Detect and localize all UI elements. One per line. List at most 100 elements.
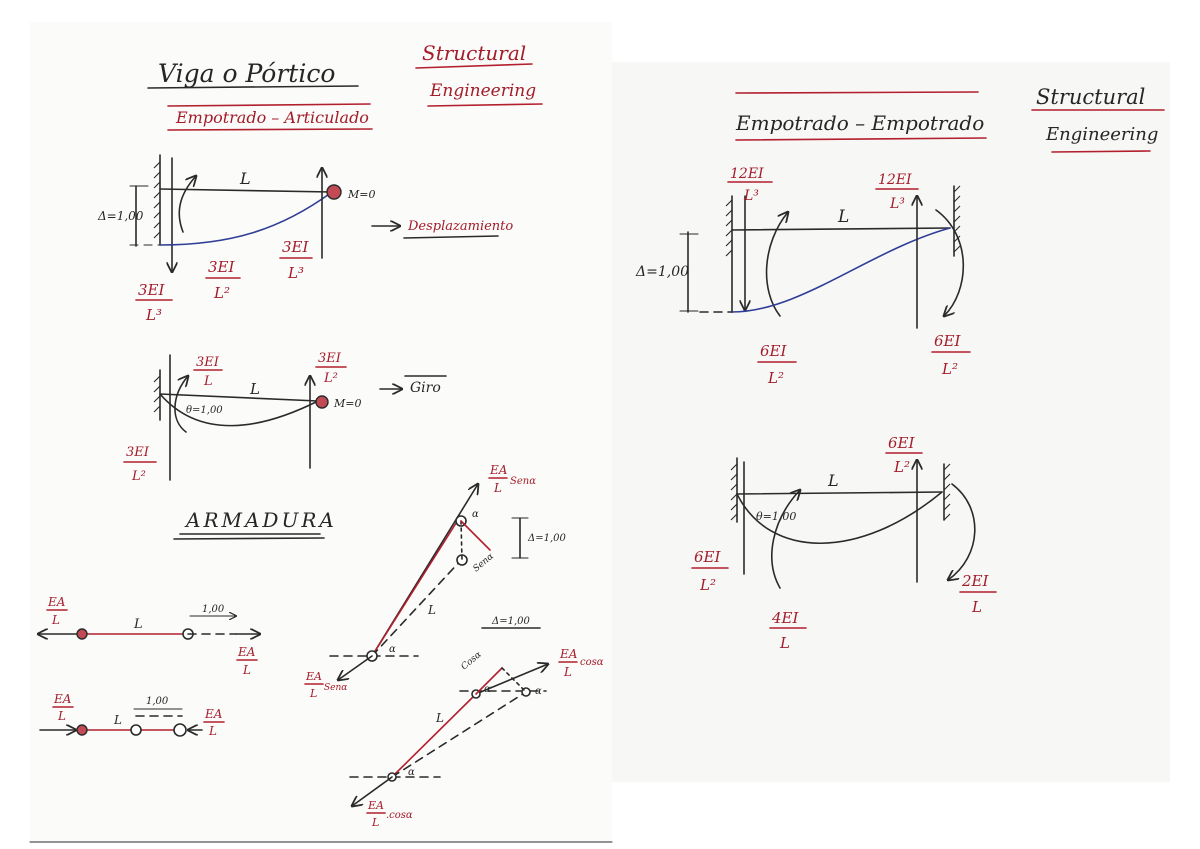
svg-text:EA: EA <box>204 707 223 721</box>
inclined-bar-2 <box>391 693 477 778</box>
m-left-num: 4EI <box>771 609 799 627</box>
m-den: L <box>203 374 213 389</box>
v-right-den: L² <box>323 371 338 386</box>
page-title: Viga o Pórtico <box>158 59 335 88</box>
svg-text:L: L <box>427 603 436 617</box>
v-left-den: L² <box>699 576 716 594</box>
beam-original <box>159 393 319 402</box>
m-right-num: 6EI <box>934 332 961 350</box>
delta-label: Δ=1,00 <box>97 209 144 223</box>
svg-text:1,00: 1,00 <box>202 604 225 615</box>
diagram-fixed-pinned-rotation: θ=1,00 L M=0 Giro 3EI L 3EI L² 3EI L² <box>123 351 447 484</box>
m-right-num: 2EI <box>961 572 989 590</box>
svg-text:cosα: cosα <box>580 657 604 668</box>
v-left-num: 3EI <box>138 281 165 299</box>
delta-label: Δ=1,00 <box>635 264 689 280</box>
svg-text:L: L <box>133 617 143 632</box>
svg-text:L: L <box>208 724 217 738</box>
left-header: Viga o Pórtico Structural Engineering Em… <box>147 41 543 131</box>
hinge-label: M=0 <box>347 188 375 201</box>
v-right-den: L² <box>893 458 910 476</box>
pin-node <box>326 184 342 200</box>
diagram-fixed-fixed-displacement: Δ=1,00 L 12EI L³ 12EI L³ 6EI L² 6EI L² <box>635 166 971 387</box>
svg-text:α: α <box>484 684 491 695</box>
span-label: L <box>249 380 260 398</box>
svg-text:L: L <box>371 816 379 829</box>
svg-text:EA: EA <box>53 692 72 706</box>
beam-original <box>159 188 333 193</box>
beam-rotated <box>736 491 943 544</box>
m-left-den: L² <box>213 284 230 302</box>
svg-text:α: α <box>408 767 415 778</box>
svg-text:Senα: Senα <box>510 476 536 487</box>
svg-text:α: α <box>389 644 396 655</box>
svg-text:L: L <box>563 665 572 679</box>
svg-text:α: α <box>535 686 542 697</box>
v-left-num: 12EI <box>730 166 764 182</box>
tag-structural: Structural <box>1036 85 1145 109</box>
v-left-den: L³ <box>145 306 162 324</box>
right-moment-arrow <box>948 483 976 580</box>
svg-text:L: L <box>57 709 66 723</box>
moment-arrow <box>174 376 188 433</box>
case-title-fixed-pinned: Empotrado – Articulado <box>175 108 369 127</box>
svg-text:L: L <box>242 663 251 677</box>
result-label: Giro <box>410 380 441 396</box>
v-right-den: L³ <box>287 264 304 282</box>
right-moment-arrow <box>935 209 965 316</box>
beam-deflected <box>731 227 951 313</box>
svg-text:EA: EA <box>47 595 66 609</box>
beam-original <box>736 491 943 495</box>
v-right-num: 12EI <box>878 172 912 188</box>
truss-title: ARMADURA <box>184 508 337 532</box>
v-left-num: 3EI <box>126 445 150 460</box>
tag-underline-2 <box>427 103 543 107</box>
case-underline <box>167 128 373 131</box>
v-left-num: 6EI <box>694 548 721 566</box>
svg-text:Senα: Senα <box>324 683 347 693</box>
theta-label: θ=1,00 <box>756 510 796 523</box>
svg-text:L: L <box>113 713 122 727</box>
span-label: L <box>837 207 849 227</box>
v-right-den: L³ <box>889 196 905 212</box>
tag-engineering: Engineering <box>1045 124 1158 145</box>
span-label: L <box>827 471 839 490</box>
svg-text:L: L <box>309 687 317 700</box>
tag-structural: Structural <box>422 41 526 65</box>
hinge-label: M=0 <box>333 397 361 410</box>
diagram-fixed-fixed-rotation: θ=1,00 L 6EI L² 6EI L² 4EI L 2EI L <box>691 434 997 652</box>
case-overline <box>167 103 371 107</box>
v-right-num: 3EI <box>318 351 342 366</box>
svg-text:L: L <box>493 481 502 495</box>
v-left-den: L³ <box>743 188 759 204</box>
svg-text:EA: EA <box>559 647 578 661</box>
v-left-den: L² <box>131 469 146 484</box>
svg-text:EA: EA <box>237 645 256 659</box>
tag-underline-1 <box>415 63 533 69</box>
diagram-fixed-pinned-displacement: Δ=1,00 L M=0 Desplazamiento 3EI L³ 3EI L… <box>97 154 513 324</box>
beam-deflected <box>159 191 333 246</box>
theta-label: θ=1,00 <box>186 405 223 416</box>
svg-text:EA: EA <box>367 799 384 812</box>
left-moment-arrow <box>765 212 788 317</box>
svg-text:α: α <box>472 509 479 520</box>
svg-text:1,00: 1,00 <box>146 696 169 707</box>
left-moment-arrow <box>178 176 196 233</box>
pin-node <box>315 395 329 409</box>
result-label: Desplazamiento <box>407 219 513 234</box>
m-left-den: L² <box>767 369 784 387</box>
title-underline <box>147 85 359 89</box>
svg-text:L: L <box>435 711 444 725</box>
svg-text:Δ=1,00: Δ=1,00 <box>491 616 531 627</box>
support-hatch <box>153 161 161 239</box>
tag-engineering: Engineering <box>429 81 536 101</box>
span-label: L <box>239 169 251 188</box>
svg-text:.cosα: .cosα <box>386 810 413 821</box>
m-left-num: 3EI <box>208 258 235 276</box>
beam-original <box>731 227 951 231</box>
svg-text:EA: EA <box>489 463 508 477</box>
svg-text:Δ=1,00: Δ=1,00 <box>527 533 567 544</box>
right-header: Empotrado – Empotrado Structural Enginee… <box>735 85 1165 153</box>
